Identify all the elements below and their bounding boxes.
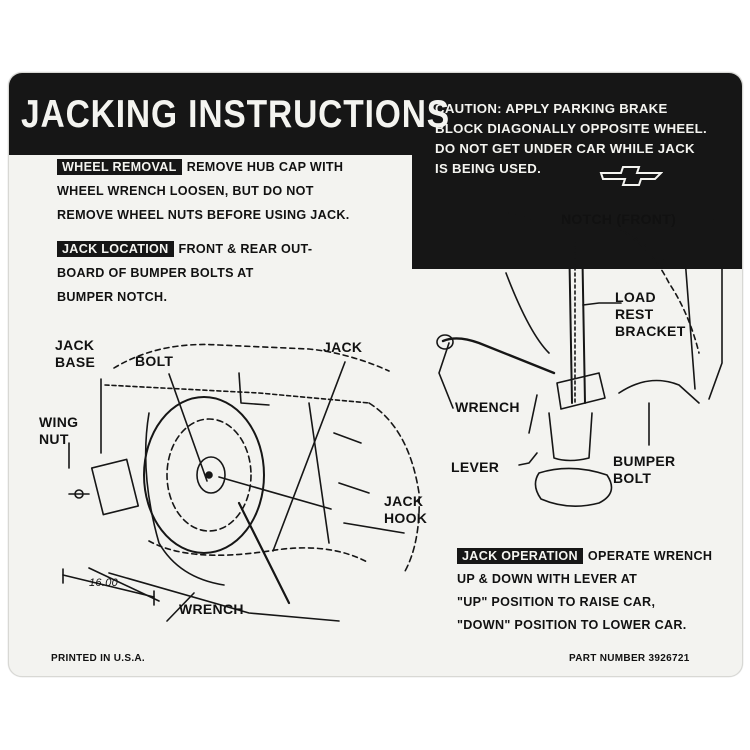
bolt-label: BOLT [135, 353, 174, 369]
caution-line: CAUTION: APPLY PARKING BRAKE [435, 101, 668, 116]
caution-line: IS BEING USED. [435, 161, 542, 176]
jack-operation-line: OPERATE WRENCH [587, 549, 713, 563]
wing-nut-label: WING NUT [39, 414, 79, 447]
jacking-diagram [62, 212, 723, 622]
jack-operation-line: "UP" POSITION TO RAISE CAR, [457, 595, 656, 609]
dimension-label: 16.00 [89, 577, 119, 589]
wheel-removal-heading: WHEEL REMOVAL [57, 159, 182, 175]
jack-location-line: FRONT & REAR OUT- [178, 242, 313, 256]
jack-operation-heading: JACK OPERATION [457, 548, 583, 564]
caution-line: DO NOT GET UNDER CAR WHILE JACK [435, 141, 695, 156]
jack-location-line: BUMPER NOTCH. [57, 290, 168, 304]
load-rest-bracket-label: LOAD REST BRACKET [615, 289, 686, 339]
header-band [9, 73, 742, 155]
printed-in-usa: PRINTED IN U.S.A. [51, 653, 145, 664]
right-jack-diagram [436, 212, 700, 507]
wrench-right-label: WRENCH [455, 399, 520, 415]
jacking-instructions-decal: JACKING INSTRUCTIONS CAUTION: APPLY PARK… [8, 72, 743, 677]
caution-band [412, 155, 742, 269]
caution-text: CAUTION: APPLY PARKING BRAKE BLOCK DIAGO… [435, 99, 735, 179]
jack-hook-label: JACK HOOK [384, 493, 428, 526]
jack-operation-line: "DOWN" POSITION TO LOWER CAR. [457, 618, 687, 632]
wrench-label: WRENCH [179, 601, 244, 617]
jack-base-label: JACK BASE [55, 337, 96, 370]
caution-line: BLOCK DIAGONALLY OPPOSITE WHEEL. [435, 121, 707, 136]
jack-location-line: BOARD OF BUMPER BOLTS AT [57, 266, 254, 280]
jack-location-section: JACK LOCATION FRONT & REAR OUT- BOARD OF … [57, 237, 312, 309]
jack-operation-line: UP & DOWN WITH LEVER AT [457, 572, 638, 586]
wheel-removal-section: WHEEL REMOVAL REMOVE HUB CAP WITH WHEEL W… [57, 155, 350, 227]
left-wheel-diagram [68, 343, 421, 622]
page-title: JACKING INSTRUCTIONS [21, 93, 451, 136]
wheel-removal-line: WHEEL WRENCH LOOSEN, BUT DO NOT [57, 184, 314, 198]
lever-label: LEVER [451, 459, 500, 475]
jack-location-heading: JACK LOCATION [57, 241, 174, 257]
part-number: PART NUMBER 3926721 [569, 653, 690, 664]
wheel-removal-line: REMOVE WHEEL NUTS BEFORE USING JACK. [57, 208, 350, 222]
jack-label: JACK [323, 339, 363, 355]
bumper-bolt-label: BUMPER BOLT [613, 453, 676, 486]
notch-front-label: NOTCH (FRONT) [561, 211, 677, 227]
chevrolet-bowtie-logo [599, 166, 663, 186]
jack-operation-section: JACK OPERATION OPERATE WRENCH UP & DOWN W… [457, 545, 712, 637]
wheel-removal-line: REMOVE HUB CAP WITH [186, 160, 344, 174]
